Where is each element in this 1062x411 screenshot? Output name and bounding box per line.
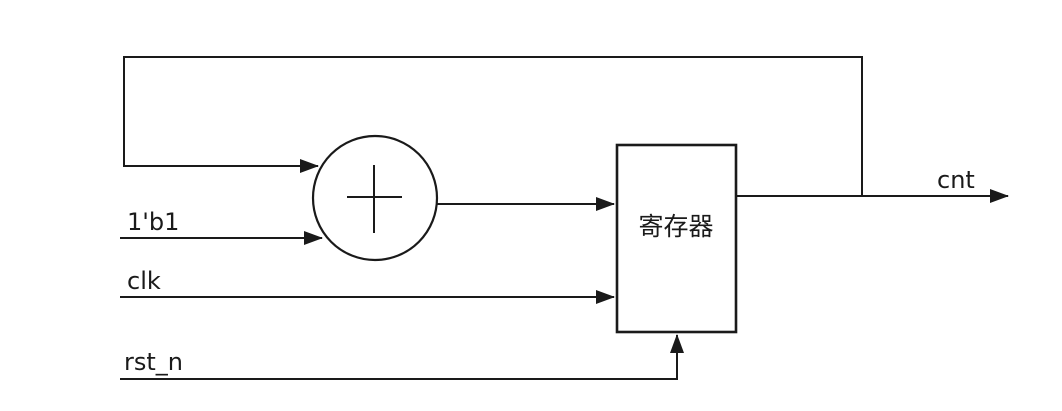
cnt-label: cnt — [937, 166, 975, 194]
const-one-label: 1'b1 — [127, 208, 179, 236]
rst-n-wire — [120, 334, 684, 380]
register-label: 寄存器 — [638, 212, 713, 241]
feedback-wire — [123, 56, 863, 196]
plus-icon — [347, 165, 402, 233]
rst-n-label: rst_n — [124, 348, 183, 376]
register-node — [615, 143, 738, 334]
clk-label: clk — [127, 267, 161, 295]
